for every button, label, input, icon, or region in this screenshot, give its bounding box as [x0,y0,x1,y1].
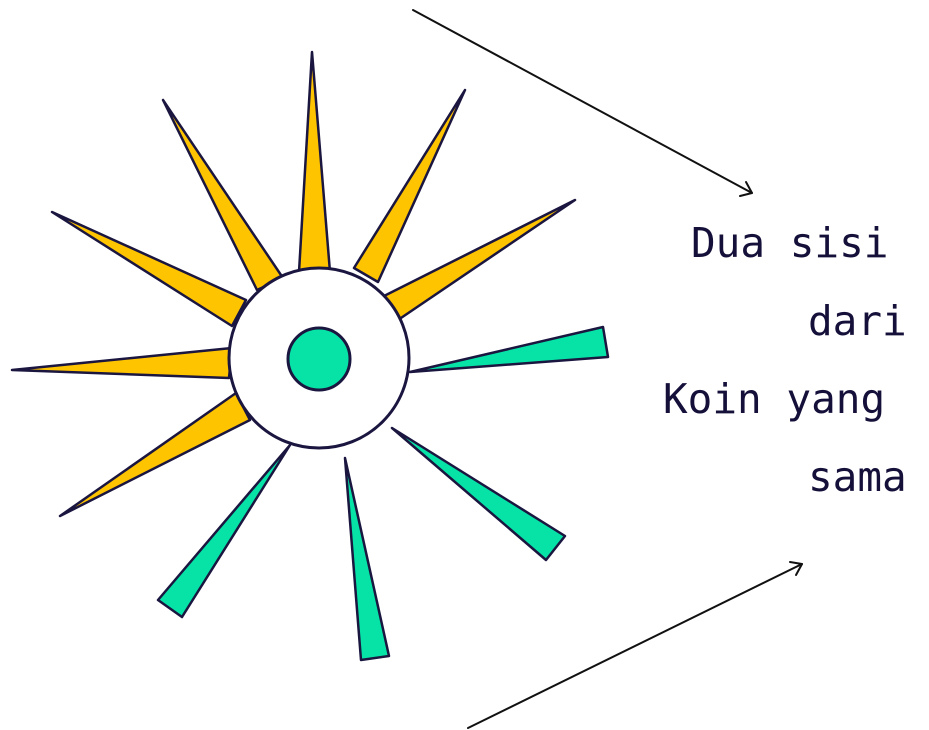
gold-ray [52,212,246,326]
caption-line-2: dari [808,297,907,345]
caption-line-4: sama [808,453,907,501]
sun-burst-icon [12,52,608,660]
caption: Dua sisi dari Koin yang sama [663,219,907,501]
gold-ray [354,90,465,282]
gold-ray [163,100,283,290]
teal-ray [410,327,608,372]
teal-ray [345,458,389,660]
bottom-arrow [468,562,802,728]
caption-line-3: Koin yang [663,375,885,423]
center-dot [288,328,350,390]
gold-ray [60,393,250,516]
arrows [413,10,802,728]
top-arrow [413,10,752,196]
caption-line-1: Dua sisi [691,219,888,267]
teal-ray [158,445,290,617]
gold-ray [299,52,330,272]
gold-ray [12,348,232,378]
teal-ray [392,428,565,560]
gold-ray [384,200,575,320]
